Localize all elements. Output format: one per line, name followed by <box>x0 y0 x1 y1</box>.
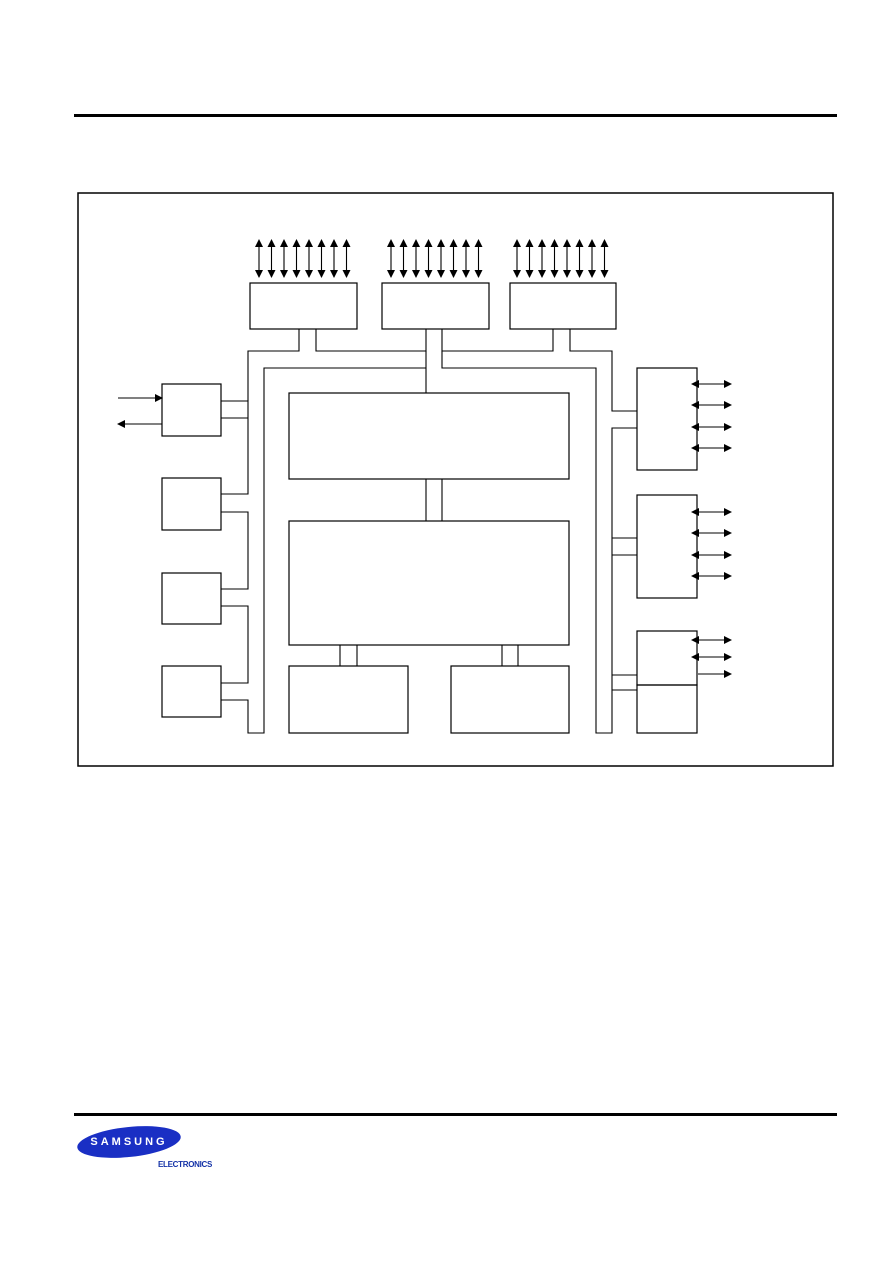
right-block-1 <box>636 367 698 471</box>
bus-lines <box>221 329 637 734</box>
samsung-logo: SAMSUNG ELECTRONICS <box>76 1124 226 1174</box>
header-rule <box>74 114 837 117</box>
center-main-block <box>288 520 570 646</box>
bottom-right-block <box>450 665 570 734</box>
left-block-1 <box>161 383 222 437</box>
left-block-3 <box>161 572 222 625</box>
logo-ellipse <box>77 1126 181 1158</box>
port-block-3 <box>509 282 617 330</box>
bottom-left-block <box>288 665 409 734</box>
center-top-block <box>288 392 570 480</box>
right-block-2 <box>636 494 698 599</box>
footer-rule <box>74 1113 837 1116</box>
left-block-4 <box>161 665 222 718</box>
port-block-1 <box>249 282 358 330</box>
left-block-2 <box>161 477 222 531</box>
logo-subtitle: ELECTRONICS <box>158 1160 213 1169</box>
logo-brand-text: SAMSUNG <box>90 1136 168 1148</box>
right-block-3 <box>636 630 698 686</box>
port-block-2 <box>381 282 490 330</box>
top-pin-arrows <box>255 239 609 278</box>
diagram-frame <box>77 192 834 767</box>
right-io-arrows <box>691 380 732 678</box>
right-block-4 <box>636 684 698 734</box>
